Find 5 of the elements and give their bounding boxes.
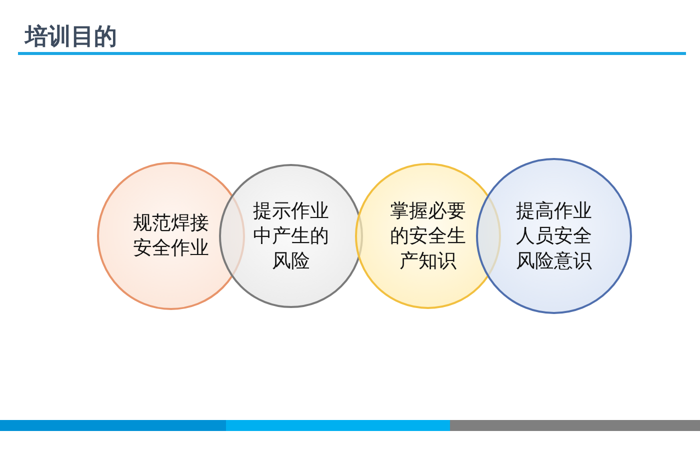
slide-title: 培训目的: [25, 23, 117, 52]
circle-text: 规范焊接安全作业: [132, 211, 210, 261]
circle-text: 提示作业中产生的风险: [252, 198, 330, 274]
circle-text: 掌握必要的安全生产知识: [389, 198, 467, 274]
circle-text: 提高作业人员安全风险意识: [515, 198, 593, 274]
